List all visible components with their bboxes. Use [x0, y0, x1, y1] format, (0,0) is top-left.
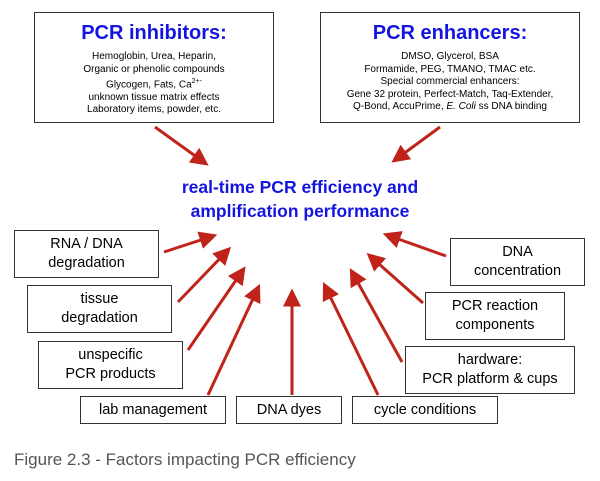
factor-dna-conc-line-2: concentration: [473, 263, 562, 279]
inhibitors-line-4: unknown tissue matrix effects: [88, 91, 220, 103]
factor-reaction-line-1: PCR reaction: [451, 298, 539, 314]
inhibitors-line-3-text: Glycogen, Fats, Ca: [106, 79, 192, 91]
arrow-dna-conc: [382, 231, 447, 258]
factor-lab-management: lab management: [80, 396, 226, 424]
factor-unspecific-line-1: unspecific: [78, 347, 143, 363]
factor-dyes-label: DNA dyes: [256, 401, 322, 418]
factor-cycle-label: cycle conditions: [373, 401, 477, 418]
factor-dna-dyes: DNA dyes: [236, 396, 342, 424]
factor-rna-dna-line-1: RNA / DNA: [50, 236, 123, 252]
inhibitors-title: PCR inhibitors:: [81, 22, 227, 44]
factor-tissue-line-2: degradation: [61, 310, 138, 326]
factor-dna-concentration: DNA concentration: [450, 238, 585, 286]
inhibitors-line-2: Organic or phenolic compounds: [83, 63, 225, 75]
factor-tissue-degradation: tissue degradation: [27, 285, 172, 333]
inhibitors-line-3: Glycogen, Fats, Ca2+-: [35, 76, 273, 92]
figure-caption: Figure 2.3 - Factors impacting PCR effic…: [14, 450, 356, 469]
arrow-lab: [206, 283, 261, 396]
factor-hardware-line-1: hardware:: [457, 352, 523, 368]
center-title-line-1: real-time PCR efficiency and: [181, 177, 419, 197]
enhancers-line-5b: ss DNA binding: [475, 101, 547, 112]
factor-unspecific-line-2: PCR products: [65, 366, 156, 382]
enhancers-line-5: Q-Bond, AccuPrime, E. Coli ss DNA bindin…: [321, 101, 579, 114]
factor-unspecific-pcr-products: unspecific PCR products: [38, 341, 183, 389]
center-title-line-2: amplification performance: [190, 201, 410, 221]
enhancers-line-1: DMSO, Glycerol, BSA: [401, 51, 499, 62]
arrow-enhancers: [391, 125, 441, 163]
arrow-tissue: [176, 246, 232, 304]
factor-reaction-line-2: components: [455, 317, 535, 333]
center-title: real-time PCR efficiency and amplificati…: [150, 175, 450, 223]
inhibitors-box: PCR inhibitors: Hemoglobin, Urea, Hepari…: [34, 12, 274, 123]
arrow-hardware: [349, 268, 404, 363]
enhancers-line-4: Gene 32 protein, Perfect-Match, Taq-Exte…: [346, 88, 554, 100]
arrow-inhibitors: [154, 125, 209, 166]
arrow-rna-dna: [163, 231, 218, 254]
factor-hardware: hardware: PCR platform & cups: [405, 346, 575, 394]
factor-cycle-conditions: cycle conditions: [352, 396, 498, 424]
enhancers-line-5-italic: E. Coli: [446, 101, 476, 112]
factor-dna-conc-line-1: DNA: [502, 244, 533, 260]
factor-lab-label: lab management: [98, 401, 207, 418]
enhancers-box: PCR enhancers: DMSO, Glycerol, BSA Forma…: [320, 12, 580, 123]
factor-hardware-line-2: PCR platform & cups: [422, 371, 558, 387]
arrow-cycle: [322, 281, 380, 396]
factor-rna-dna-degradation: RNA / DNA degradation: [14, 230, 159, 278]
factor-pcr-reaction-components: PCR reaction components: [425, 292, 565, 340]
arrow-unspecific: [186, 266, 246, 351]
ca-superscript: 2+-: [191, 78, 202, 85]
factor-rna-dna-line-2: degradation: [48, 255, 125, 271]
arrow-reaction: [366, 253, 424, 305]
inhibitors-line-1: Hemoglobin, Urea, Heparin,: [92, 51, 216, 62]
enhancers-line-2: Formamide, PEG, TMANO, TMAC etc.: [364, 63, 536, 75]
enhancers-line-5a: Q-Bond, AccuPrime,: [353, 101, 447, 112]
enhancers-title: PCR enhancers:: [372, 22, 528, 44]
enhancers-line-3: Special commercial enhancers:: [380, 76, 520, 87]
factor-tissue-line-1: tissue: [80, 291, 119, 307]
inhibitors-line-5: Laboratory items, powder, etc.: [87, 104, 221, 116]
